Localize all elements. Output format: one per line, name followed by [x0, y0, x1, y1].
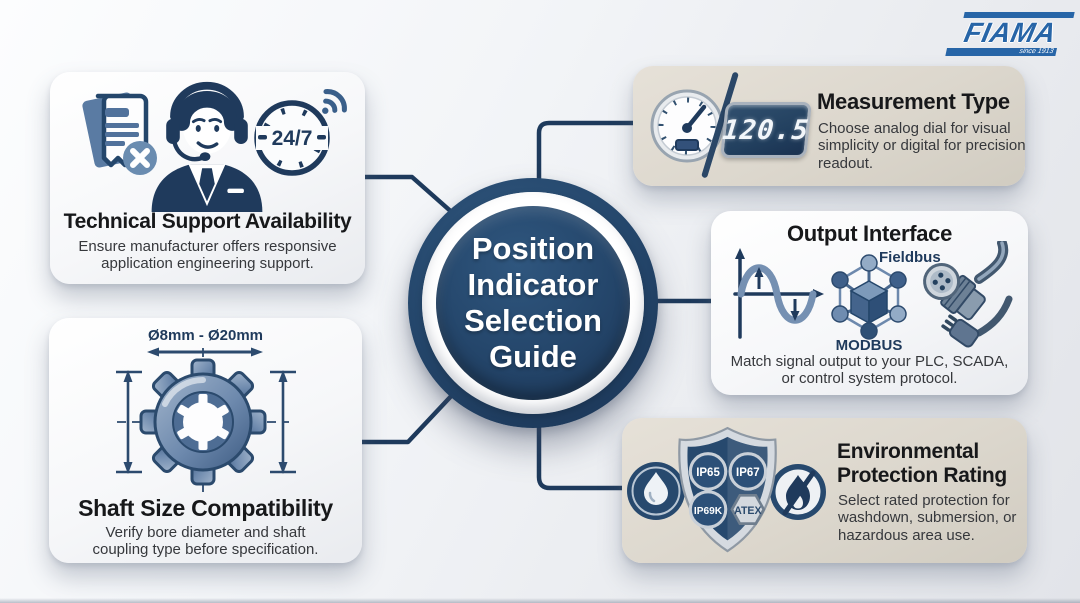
hub-inner-circle: Position Indicator Selection Guide [436, 206, 630, 400]
modbus-label: MODBUS [835, 337, 903, 354]
card-title: Environmental Protection Rating [837, 440, 1007, 487]
brand-name: FIAMA [961, 17, 1060, 48]
card-title: Technical Support Availability [63, 210, 352, 233]
document-x-icon [82, 92, 157, 175]
support-agent-headset-icon [151, 81, 263, 212]
fieldbus-network-icon [831, 254, 907, 340]
connector-top-right [536, 120, 637, 185]
digital-readout: 120.5 [721, 114, 811, 146]
dimension-arrows-icon [147, 347, 263, 357]
protection-shield-icon: IP65 IP67 IP69K ATEX [678, 426, 777, 553]
flame-icon [770, 464, 826, 520]
analog-gauge-icon [650, 89, 724, 163]
dimension-label: Ø8mm - Ø20mm [147, 327, 264, 344]
card-description: Ensure manufacturer offers responsive ap… [78, 238, 337, 273]
brand-tagline: since 1913 [1018, 48, 1055, 55]
24-7-clock-icon: 24/7 [254, 89, 347, 176]
brand-logo: FIAMA since 1913 [945, 12, 1075, 60]
card-title: Measurement Type [817, 89, 1010, 114]
card-output-interface: Output Interface [711, 211, 1028, 395]
rating-badge-ip65: IP65 [696, 467, 720, 479]
card-description: Verify bore diameter and shaft coupling … [92, 524, 319, 559]
card-title: Shaft Size Compatibility [78, 495, 333, 521]
water-drop-icon [627, 462, 685, 520]
card-technical-support: 24/7 Technical Support Availability Ensu… [50, 72, 365, 284]
hub-title-line3: Selection [464, 303, 602, 338]
card-shaft-size: Ø8mm - Ø20mm [49, 318, 362, 563]
card-description: Select rated protection for washdown, su… [838, 492, 1017, 544]
rating-badge-atex: ATEX [734, 505, 762, 517]
hub-title-line2: Indicator [467, 267, 599, 303]
card-description: Match signal output to your PLC, SCADA, … [730, 353, 1009, 388]
hub-title-line4: Guide [489, 338, 577, 374]
connector-plug-icon [923, 241, 1013, 348]
card-environmental-protection: IP65 IP67 IP69K ATEX Environmental Prote… [622, 418, 1027, 563]
selection-guide-hub: Position Indicator Selection Guide [408, 178, 658, 428]
logo-bottom-bar: since 1913 [945, 48, 1058, 56]
connector-bottom-right [536, 422, 627, 491]
rating-badge-ip67: IP67 [736, 467, 760, 479]
sine-wave-icon [733, 248, 824, 339]
card-measurement-type: 120.5 Measurement Type Choose analog dia… [633, 66, 1026, 186]
connector-top-left [362, 174, 458, 218]
gear-icon [116, 347, 296, 494]
connector-bottom-left [358, 389, 458, 445]
hub-title: Position Indicator Selection Guide [464, 231, 602, 375]
wifi-signal-icon [322, 89, 347, 114]
rating-badge-ip69k: IP69K [694, 506, 723, 517]
hub-title-line1: Position [471, 231, 595, 267]
badge-24-7: 24/7 [272, 127, 313, 150]
fieldbus-label: Fieldbus [879, 249, 941, 266]
card-description: Choose analog dial for visual simplicity… [818, 120, 1026, 172]
digital-display-icon: 120.5 [720, 102, 812, 158]
card-title: Output Interface [786, 221, 953, 246]
